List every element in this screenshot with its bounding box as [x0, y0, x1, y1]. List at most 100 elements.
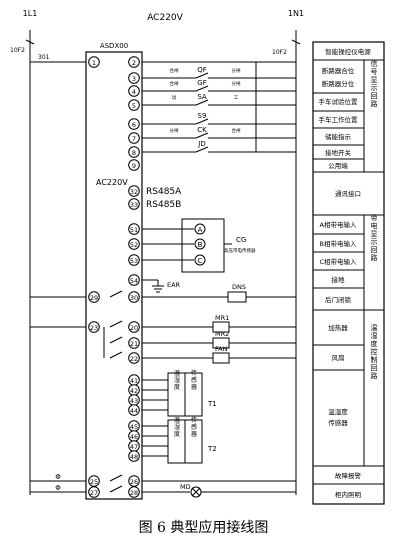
table-row-sensor-line2: 传感器 — [328, 418, 348, 427]
phi-label-2: Φ — [55, 484, 61, 492]
table-row-b: B相带电输入 — [320, 239, 357, 248]
terminal-label-26: 26 — [130, 478, 138, 486]
table-row-earth: 接地 — [332, 275, 346, 284]
right-fuse-label: 10F2 — [272, 49, 287, 56]
terminal-label-27: 27 — [90, 489, 98, 497]
sensor-t1-label: T1 — [207, 400, 217, 408]
terminal-label-33: 33 — [130, 201, 138, 209]
terminal-30 — [128, 291, 140, 303]
table-row-com: 公用端 — [328, 161, 348, 170]
terminal-label-28: 28 — [130, 489, 138, 497]
switch-qf-left-state: 合闸 — [170, 67, 179, 74]
rs485a-label: RS485A — [146, 187, 182, 197]
terminal-51 — [128, 223, 140, 235]
diagram-lines — [25, 30, 385, 505]
terminal-label-21: 21 — [130, 340, 138, 348]
switch-gf-right-state: 分闸 — [232, 80, 241, 87]
table-row-gf: 断路器分位 — [322, 79, 355, 88]
table-row-sensor-line1: 温湿度 — [328, 407, 348, 416]
terminal-label-30: 30 — [130, 294, 138, 302]
terminal-label-54: 54 — [130, 277, 138, 285]
terminal-label-43: 43 — [130, 397, 138, 405]
switch-ck-label: CK — [197, 126, 207, 134]
earth-label: EAR — [167, 281, 181, 289]
device-voltage-label: AC220V — [96, 178, 128, 187]
terminal-label-53: 53 — [130, 257, 138, 265]
terminal-label-22: 22 — [130, 355, 138, 363]
terminal-label-44: 44 — [130, 407, 138, 415]
switch-sa-left-state: 试 — [172, 94, 177, 101]
terminal-label-47: 47 — [130, 443, 138, 451]
terminal-5 — [128, 99, 140, 111]
table-row-fan: 风扇 — [332, 353, 345, 362]
terminal-label-6: 6 — [132, 121, 136, 129]
table-group-temp: 温湿度控制回路 — [370, 323, 378, 380]
cg-description: 高压带电传感器 — [224, 247, 256, 254]
terminal-label-41: 41 — [130, 377, 138, 385]
terminal-label-3: 3 — [132, 75, 136, 83]
switch-gf-label: GF — [197, 79, 206, 87]
switch-gf-left-state: 合闸 — [170, 80, 179, 87]
terminal-53 — [128, 254, 140, 266]
supply-voltage-label: AC220V — [147, 13, 183, 23]
cg-label: CG — [236, 236, 246, 244]
terminal-4 — [128, 85, 140, 97]
terminal-label-52: 52 — [130, 241, 138, 249]
terminal-label-20: 20 — [130, 324, 138, 332]
switch-ck-left-state: 分闸 — [170, 127, 179, 134]
table-row-c: C相带电输入 — [319, 257, 357, 266]
table-row-light: 柜内照明 — [335, 490, 362, 499]
terminal-label-2: 2 — [132, 59, 136, 67]
table-row-fault: 故障报警 — [335, 471, 362, 480]
terminal-32 — [128, 185, 140, 197]
terminal-label-32: 32 — [130, 188, 138, 196]
terminal-48 — [128, 450, 140, 462]
terminal-label-8: 8 — [132, 149, 136, 157]
terminal-label-48: 48 — [130, 453, 138, 461]
terminal-27 — [88, 486, 100, 498]
table-row-qf: 断路器合位 — [322, 66, 355, 75]
phase-a-input-terminal — [194, 223, 206, 235]
terminal-1 — [88, 56, 100, 68]
switch-ck-right-state: 合闸 — [232, 127, 241, 134]
terminal-20 — [128, 321, 140, 333]
terminal-33 — [128, 198, 140, 210]
terminal-label-46: 46 — [130, 433, 138, 441]
left-fuse-wire-label: 301 — [38, 54, 50, 61]
right-breaker-label: 1N1 — [288, 9, 304, 18]
terminal-6 — [128, 118, 140, 130]
table-row-jd: 接地开关 — [325, 148, 352, 157]
table-row-lock: 后门闭锁 — [325, 295, 352, 304]
phi-label-1: Φ — [55, 473, 61, 481]
terminal-label-23: 23 — [90, 324, 98, 332]
switch-qf-label: QF — [197, 66, 207, 74]
heater-mr1-label: MR1 — [215, 314, 229, 322]
phase-c-label: C — [198, 257, 203, 265]
device-model-label: ASDX00 — [100, 42, 128, 50]
table-row-title: 智能操控仪电源 — [325, 47, 371, 56]
phase-b-label: B — [198, 241, 203, 249]
terminal-23 — [88, 321, 100, 333]
switch-s9-label: S9 — [198, 112, 207, 120]
rs485b-label: RS485B — [146, 200, 181, 210]
lamp-md-label: MD — [180, 483, 191, 491]
terminal-2 — [128, 56, 140, 68]
table-row-sa: 手车试验位置 — [319, 97, 359, 106]
terminal-label-7: 7 — [132, 135, 136, 143]
sensor-t2-label: T2 — [207, 445, 217, 453]
terminal-label-1: 1 — [92, 59, 96, 67]
terminal-label-29: 29 — [90, 294, 98, 302]
switch-jd-label: JD — [197, 140, 205, 148]
terminal-9 — [128, 159, 140, 171]
switch-sa-label: SA — [197, 93, 207, 101]
fan-label: FAN — [215, 345, 228, 353]
table-group-live: 带电显示回路 — [370, 214, 378, 262]
terminal-7 — [128, 132, 140, 144]
table-group-signal: 信号显示回路 — [370, 59, 378, 108]
left-fuse-label: 10F2 — [10, 47, 25, 54]
phase-c-input-terminal — [194, 254, 206, 266]
switch-qf-right-state: 分闸 — [232, 67, 241, 74]
